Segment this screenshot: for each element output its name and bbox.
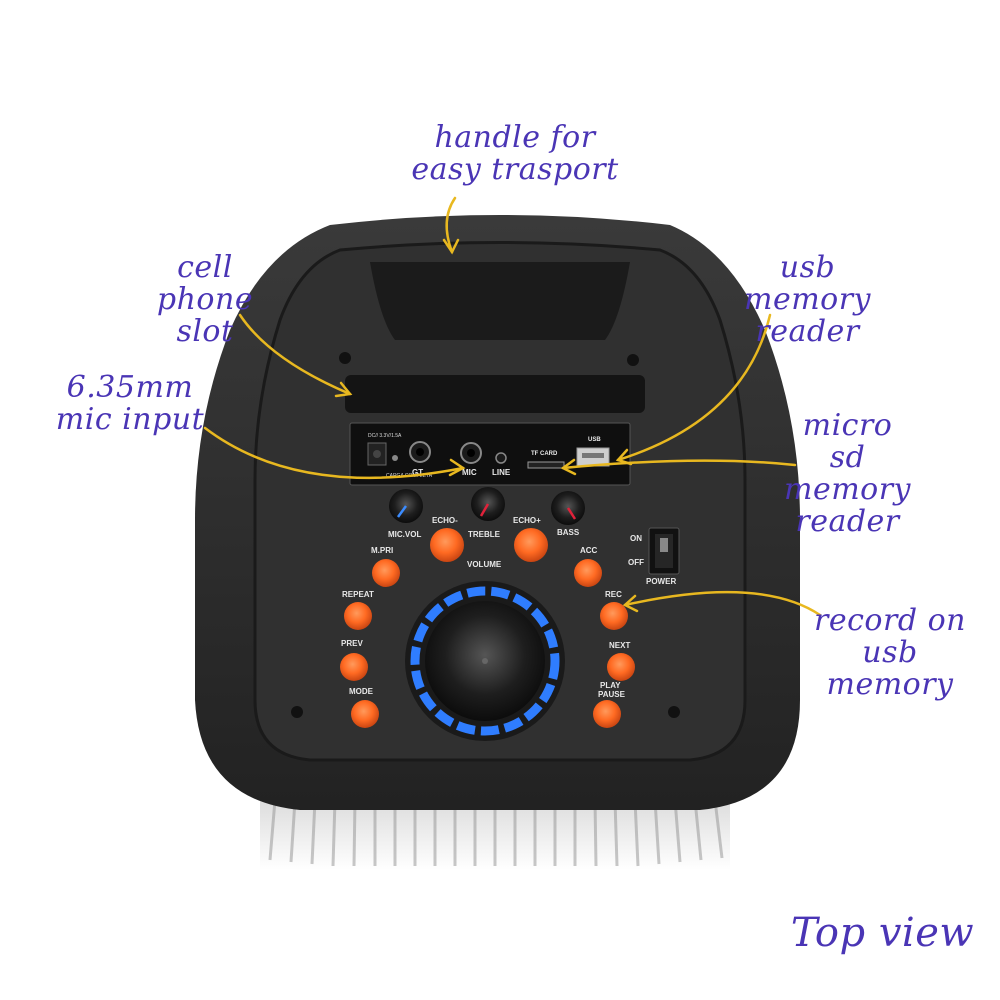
arrow-handle-head	[442, 238, 460, 255]
mic-volume-knob[interactable]	[389, 489, 423, 523]
handle	[370, 262, 630, 340]
prev-label: PREV	[341, 639, 363, 648]
screw-hole	[291, 706, 303, 718]
power-switch[interactable]	[648, 527, 680, 575]
tf-card-slot[interactable]	[527, 461, 565, 469]
arrow-mic-input	[203, 426, 465, 480]
annotation-handle: handle for easy trasport	[411, 120, 619, 187]
mode-label: MODE	[349, 687, 374, 696]
dc-label: DC// 3.3V/1.5A	[368, 433, 402, 439]
acc-button[interactable]	[574, 559, 602, 587]
mic-label: MIC	[462, 468, 477, 477]
arrow-cell-slot-head	[334, 381, 353, 398]
treble-label: TREBLE	[468, 530, 501, 539]
arrow-micro-sd	[561, 459, 797, 470]
screw-hole	[339, 352, 351, 364]
play-pause-button[interactable]	[593, 700, 621, 728]
arrow-handle	[445, 196, 457, 254]
next-button[interactable]	[607, 653, 635, 681]
mode-button[interactable]	[351, 700, 379, 728]
screw-hole	[627, 354, 639, 366]
volume-label: VOLUME	[467, 560, 502, 569]
rec-label: REC	[605, 590, 622, 599]
next-label: NEXT	[609, 641, 630, 650]
arrow-mic-input-head	[448, 458, 466, 477]
rec-button[interactable]	[600, 602, 628, 630]
arrow-cell-slot	[238, 313, 352, 396]
power-label: POWER	[646, 577, 676, 586]
m-pri-label: M.PRI	[371, 546, 393, 555]
mic-vol-label: MIC.VOL	[388, 530, 421, 539]
cell-phone-slot	[345, 375, 645, 413]
arrow-micro-sd-head	[560, 458, 577, 476]
prev-button[interactable]	[340, 653, 368, 681]
line-label: LINE	[492, 468, 511, 477]
treble-knob[interactable]	[471, 487, 505, 521]
echo-minus-label: ECHO-	[432, 516, 458, 525]
usb-label: USB	[588, 437, 601, 443]
repeat-label: REPEAT	[342, 590, 374, 599]
gt-label: GT	[412, 468, 423, 477]
line-jack[interactable]	[495, 452, 507, 464]
screw-hole	[668, 706, 680, 718]
echo-minus-button[interactable]	[430, 528, 464, 562]
acc-label: ACC	[580, 546, 598, 555]
pause-label: PAUSE	[598, 690, 626, 699]
bass-knob[interactable]	[551, 491, 585, 525]
annotation-record: record on usb memory	[814, 603, 966, 702]
annotation-micro-sd: micro sd memory reader	[784, 408, 911, 539]
bass-label: BASS	[557, 528, 580, 537]
on-label: ON	[630, 534, 642, 543]
annotation-arrows	[203, 196, 822, 617]
annotation-mic-input: 6.35mm mic input	[55, 370, 205, 437]
echo-plus-label: ECHO+	[513, 516, 541, 525]
annotation-usb-reader: usb memory reader	[744, 250, 871, 349]
m-pri-button[interactable]	[372, 559, 400, 587]
echo-plus-button[interactable]	[514, 528, 548, 562]
arrow-record	[623, 590, 822, 617]
repeat-button[interactable]	[344, 602, 372, 630]
annotation-view-caption: Top view	[790, 910, 975, 956]
play-label: PLAY	[600, 681, 621, 690]
annotation-cell-phone-slot: cell phone slot	[156, 250, 254, 349]
arrow-record-head	[622, 594, 639, 613]
off-label: OFF	[628, 558, 644, 567]
tf-card-label: TF CARD	[531, 451, 558, 457]
connector-panel	[349, 422, 631, 486]
volume-dial[interactable]	[405, 581, 565, 741]
arrow-usb	[616, 313, 772, 462]
